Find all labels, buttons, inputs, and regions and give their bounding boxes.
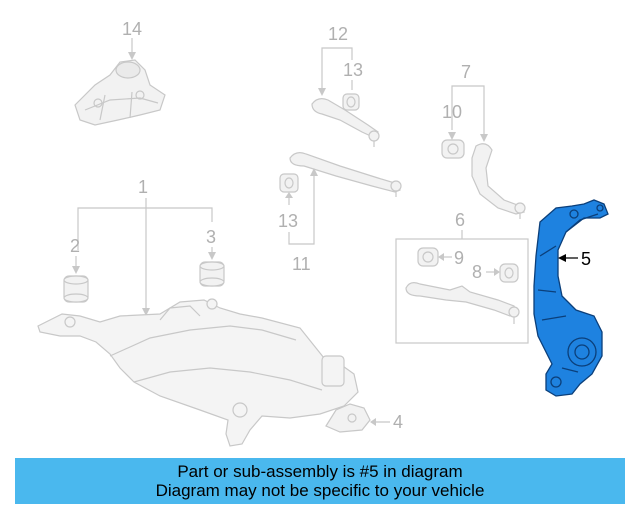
info-banner: Part or sub-assembly is #5 in diagram Di… <box>15 458 625 504</box>
callout-4[interactable]: 4 <box>393 412 403 432</box>
leader-11-arrow <box>310 168 318 176</box>
part-4-bracket[interactable] <box>325 403 371 433</box>
part-7-control-arm[interactable] <box>471 143 526 219</box>
part-11-control-arm[interactable] <box>289 152 402 197</box>
callout-1[interactable]: 1 <box>138 177 148 197</box>
part-6-control-arm[interactable] <box>405 282 520 324</box>
leader-7-arrow <box>480 134 488 142</box>
leader-5-arrow <box>558 254 566 262</box>
leader-8-arrow <box>494 268 500 276</box>
callout-2[interactable]: 2 <box>70 236 80 256</box>
callout-14[interactable]: 14 <box>122 19 142 39</box>
callout-6[interactable]: 6 <box>455 210 465 230</box>
leader-12-arrow <box>318 88 326 96</box>
callout-10[interactable]: 10 <box>442 102 462 122</box>
leader-12 <box>321 47 353 92</box>
callout-9[interactable]: 9 <box>454 248 464 268</box>
callout-5[interactable]: 5 <box>581 249 591 269</box>
part-12-upper-arm[interactable] <box>311 98 380 147</box>
part-5-steering-knuckle[interactable] <box>533 199 609 397</box>
part-13-bushing-lower[interactable] <box>279 173 299 193</box>
callout-3[interactable]: 3 <box>206 227 216 247</box>
parts-diagram: 14 12 13 13 11 7 10 6 <box>37 19 609 447</box>
callout-11[interactable]: 11 <box>292 254 311 274</box>
leader-9-arrow <box>438 253 444 261</box>
leader-14-arrow <box>128 52 136 60</box>
leader-10-arrow <box>448 132 456 140</box>
part-13-bushing-upper[interactable] <box>342 93 360 111</box>
callout-7[interactable]: 7 <box>461 62 471 82</box>
leader-7 <box>451 85 485 138</box>
callout-12[interactable]: 12 <box>328 24 348 44</box>
leader-3-arrow <box>208 252 216 260</box>
banner-line-2: Diagram may not be specific to your vehi… <box>155 481 485 500</box>
leader-13-lower-arrow <box>285 192 293 198</box>
callout-13-lower[interactable]: 13 <box>278 211 298 231</box>
callout-8[interactable]: 8 <box>472 262 482 282</box>
leader-1-bracket <box>77 207 213 250</box>
leader-1-arrow <box>142 308 150 316</box>
leader-4-arrow <box>370 418 376 426</box>
callout-13-upper[interactable]: 13 <box>343 60 363 80</box>
part-1-subframe[interactable] <box>37 298 359 447</box>
banner-line-1: Part or sub-assembly is #5 in diagram <box>177 462 463 481</box>
part-10-bushing[interactable] <box>441 139 465 159</box>
leader-11 <box>288 172 315 245</box>
part-9-bushing[interactable] <box>417 247 439 267</box>
leader-2-arrow <box>72 266 80 274</box>
part-2-bushing[interactable] <box>63 275 89 303</box>
part-3-bushing[interactable] <box>199 261 225 287</box>
part-8-bushing[interactable] <box>499 263 519 283</box>
part-14-mount[interactable] <box>74 59 166 126</box>
